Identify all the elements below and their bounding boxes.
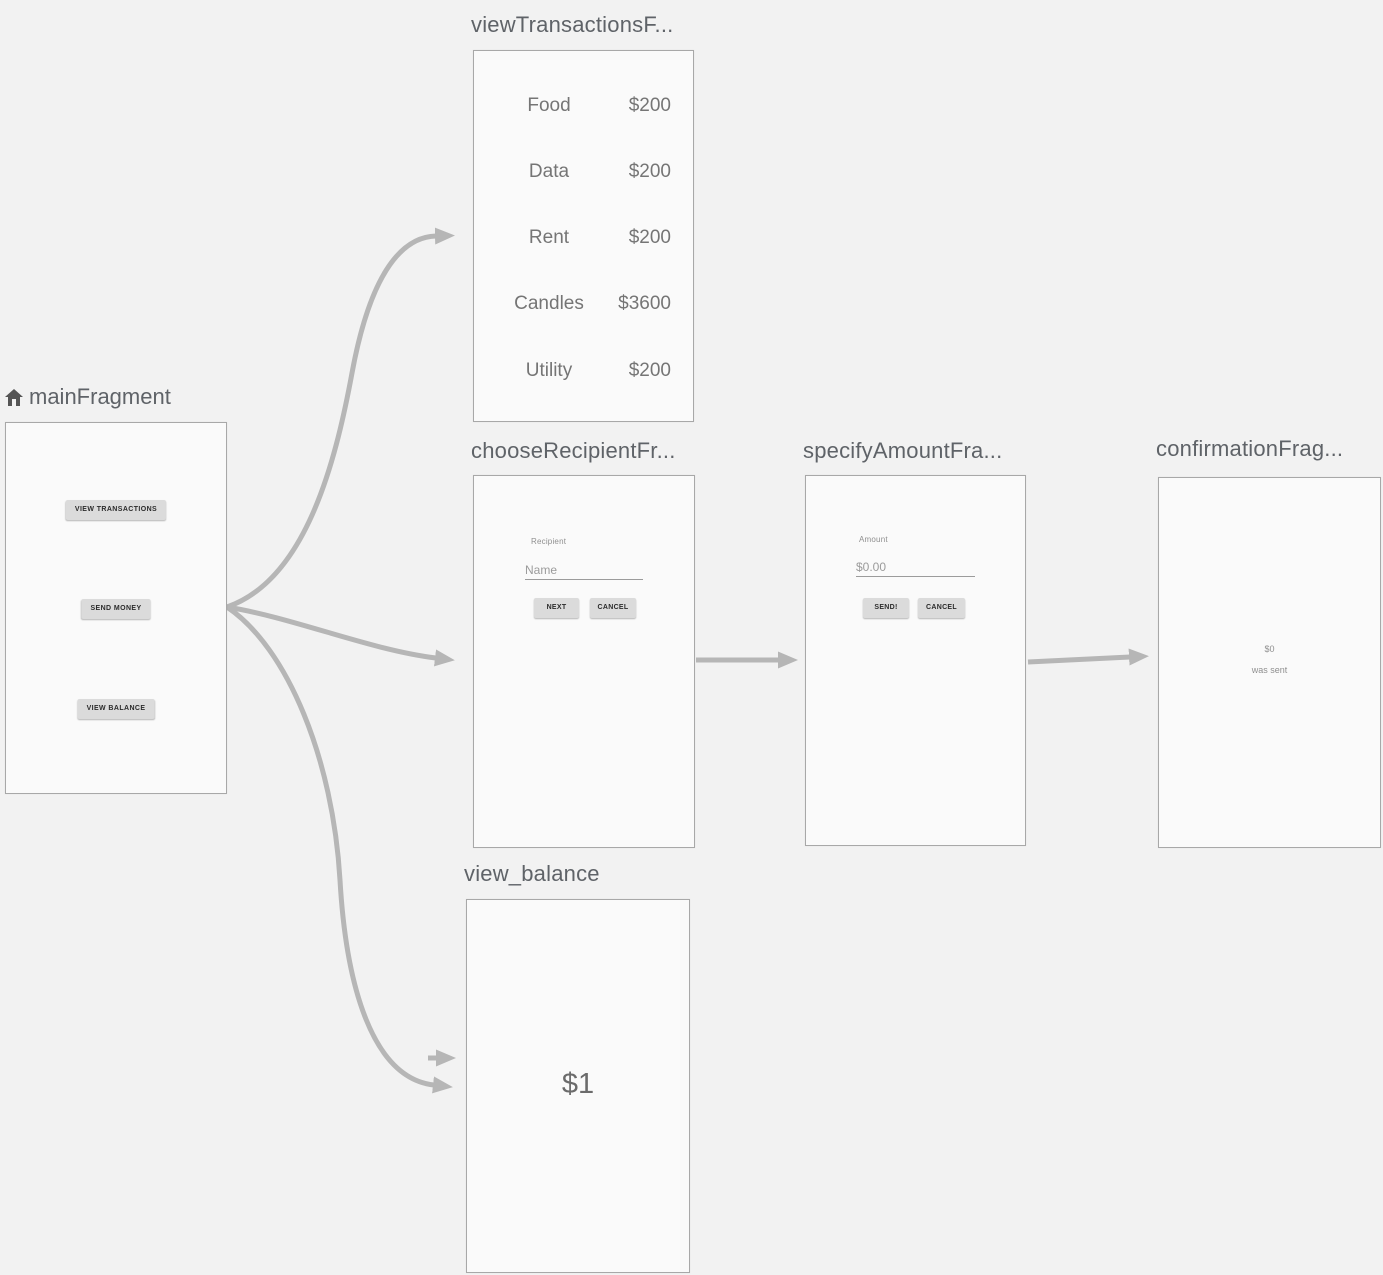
fragment-title-choose-recipient[interactable]: chooseRecipientFr... [471,438,676,463]
transaction-amount: $3600 [618,293,671,314]
action-arrow-main-to-choose-recipient[interactable] [226,604,455,667]
fragment-title-label: mainFragment [29,384,171,409]
fragment-title-specify-amount[interactable]: specifyAmountFra... [803,438,1003,463]
confirmation-message: was sent [1251,665,1288,675]
transaction-amount: $200 [628,95,671,116]
fragment-card-choose-recipient[interactable]: Recipient Name NEXT CANCEL [473,475,695,848]
action-arrow-specify-amount-to-confirmation[interactable] [1027,648,1149,666]
cancel-button[interactable]: CANCEL [590,598,636,618]
recipient-field-label: Recipient [531,537,567,546]
fragment-title-view-balance[interactable]: view_balance [464,861,600,886]
view-balance-button[interactable]: VIEW BALANCE [77,699,155,719]
transaction-label: Candles [514,293,584,314]
fragment-title-main[interactable]: mainFragment [5,384,171,410]
recipient-name-input[interactable]: Name [525,561,643,580]
amount-input[interactable]: $0.00 [856,558,975,577]
transaction-amount: $200 [628,161,671,182]
fragment-title-view-transactions[interactable]: viewTransactionsF... [471,12,674,37]
action-arrow-main-to-view-balance[interactable] [225,604,453,1094]
view-transactions-button[interactable]: VIEW TRANSACTIONS [65,500,167,520]
transaction-label: Food [527,95,571,116]
transaction-amount: $200 [628,360,671,381]
fragment-title-confirmation[interactable]: confirmationFrag... [1156,436,1344,461]
transaction-label: Data [528,161,570,182]
send-money-button[interactable]: SEND MONEY [81,599,151,619]
transaction-amount: $200 [628,227,671,248]
cancel-button[interactable]: CANCEL [918,598,965,618]
send-button[interactable]: SEND! [863,598,909,618]
amount-field-label: Amount [859,535,888,544]
confirmation-amount: $0 [1264,644,1275,654]
transaction-label: Rent [528,227,570,248]
balance-amount: $1 [561,1068,595,1100]
transaction-row: Rent $200 [474,226,693,250]
transaction-row: Utility $200 [474,359,693,383]
next-button[interactable]: NEXT [534,598,579,618]
fragment-card-main[interactable]: VIEW TRANSACTIONS SEND MONEY VIEW BALANC… [5,422,227,794]
action-arrow-main-to-view-transactions[interactable] [226,227,455,610]
home-icon [5,388,23,406]
transaction-row: Food $200 [474,94,693,118]
transaction-row: Data $200 [474,160,693,184]
transaction-label: Utility [525,360,573,381]
fragment-card-confirmation[interactable]: $0 was sent [1158,477,1381,848]
fragment-card-view-transactions[interactable]: Food $200 Data $200 Rent $200 Candles $3… [473,50,694,422]
fragment-card-view-balance[interactable]: $1 [466,899,690,1273]
transaction-row: Candles $3600 [474,292,693,316]
fragment-card-specify-amount[interactable]: Amount $0.00 SEND! CANCEL [805,475,1026,846]
